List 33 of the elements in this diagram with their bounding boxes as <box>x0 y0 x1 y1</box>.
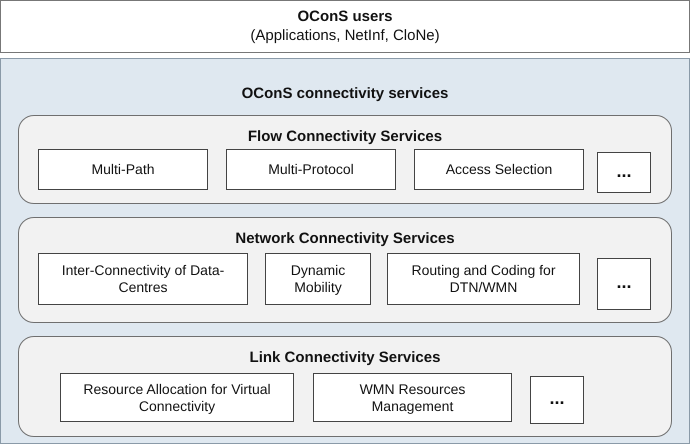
more-box <box>597 152 651 193</box>
service-box <box>226 149 396 190</box>
services-panel <box>0 58 690 444</box>
more-box <box>530 376 584 424</box>
more-box <box>597 258 651 310</box>
ellipsis-text: ... <box>616 273 632 294</box>
service-group-box <box>18 217 672 323</box>
body-text: Inter-Connectivity of Data-Centres <box>61 262 225 296</box>
body-text: WMN Resources Management <box>358 380 466 414</box>
body-text: (Applications, NetInf, CloNe) <box>249 26 441 45</box>
body-text: Multi-Path <box>91 161 155 178</box>
heading: OConS connectivity services <box>240 85 450 102</box>
body-text: Routing and Coding for DTN/WMN <box>410 262 556 296</box>
body-text: Resource Allocation for Virtual Connectivity <box>83 380 271 414</box>
ellipsis-text: ... <box>549 389 564 410</box>
body-text: Access Selection <box>446 161 552 178</box>
service-box <box>38 253 248 305</box>
header-box <box>0 0 690 53</box>
body-text: Dynamic Mobility <box>290 262 346 296</box>
heading: OConS users <box>296 7 394 26</box>
service-box <box>38 149 208 190</box>
service-box <box>60 373 294 422</box>
body-text: Multi-Protocol <box>268 161 354 178</box>
heading: Link Connectivity Services <box>248 349 442 366</box>
service-box <box>387 253 580 305</box>
service-box <box>414 149 584 190</box>
service-group-box <box>18 115 672 204</box>
service-box <box>265 253 371 305</box>
heading: Flow Connectivity Services <box>246 128 444 145</box>
service-box <box>313 373 512 422</box>
ellipsis-text: ... <box>616 162 632 182</box>
heading: Network Connectivity Services <box>234 230 456 247</box>
service-group-box <box>18 336 672 437</box>
